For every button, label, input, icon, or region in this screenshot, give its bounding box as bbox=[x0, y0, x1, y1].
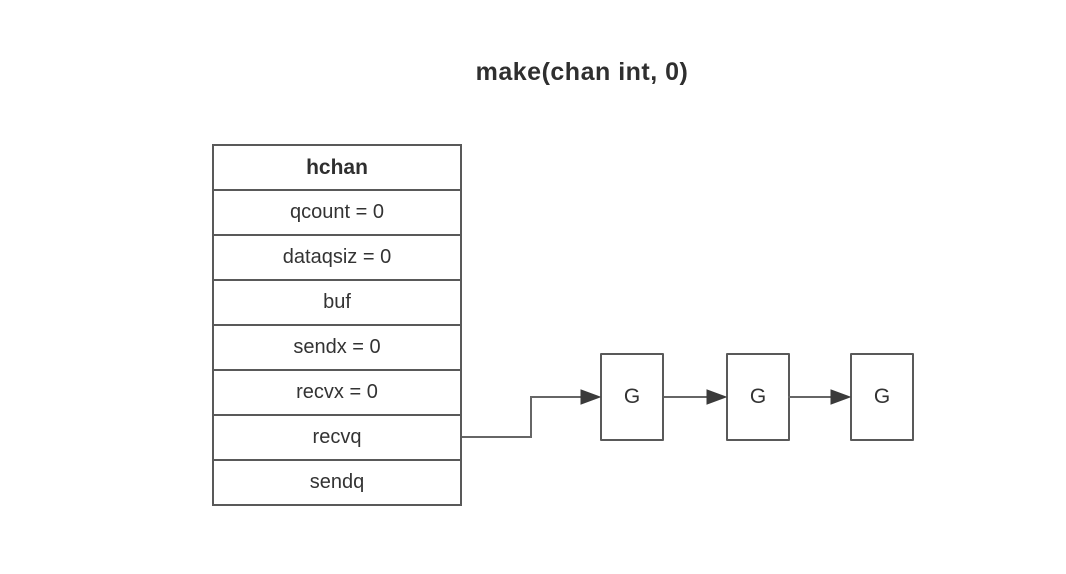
hchan-row-qcount: qcount = 0 bbox=[212, 189, 462, 236]
diagram-title: make(chan int, 0) bbox=[475, 58, 689, 86]
g2-to-g3-arrowhead-icon bbox=[830, 389, 852, 405]
goroutine-node: G bbox=[850, 353, 914, 441]
hchan-row-buf: buf bbox=[212, 279, 462, 326]
goroutine-node: G bbox=[600, 353, 664, 441]
g1-to-g2-arrowhead-icon bbox=[706, 389, 728, 405]
goroutine-node: G bbox=[726, 353, 790, 441]
hchan-row-recvq: recvq bbox=[212, 414, 462, 461]
hchan-row-dataqsiz: dataqsiz = 0 bbox=[212, 234, 462, 281]
hchan-row-header: hchan bbox=[212, 144, 462, 191]
recvq-to-g1-connector-line bbox=[462, 396, 584, 438]
hchan-struct-table: hchan qcount = 0 dataqsiz = 0 buf sendx … bbox=[212, 144, 462, 506]
recvq-to-g1-arrowhead-icon bbox=[580, 389, 602, 405]
hchan-row-sendx: sendx = 0 bbox=[212, 324, 462, 371]
hchan-row-recvx: recvx = 0 bbox=[212, 369, 462, 416]
hchan-row-sendq: sendq bbox=[212, 459, 462, 506]
